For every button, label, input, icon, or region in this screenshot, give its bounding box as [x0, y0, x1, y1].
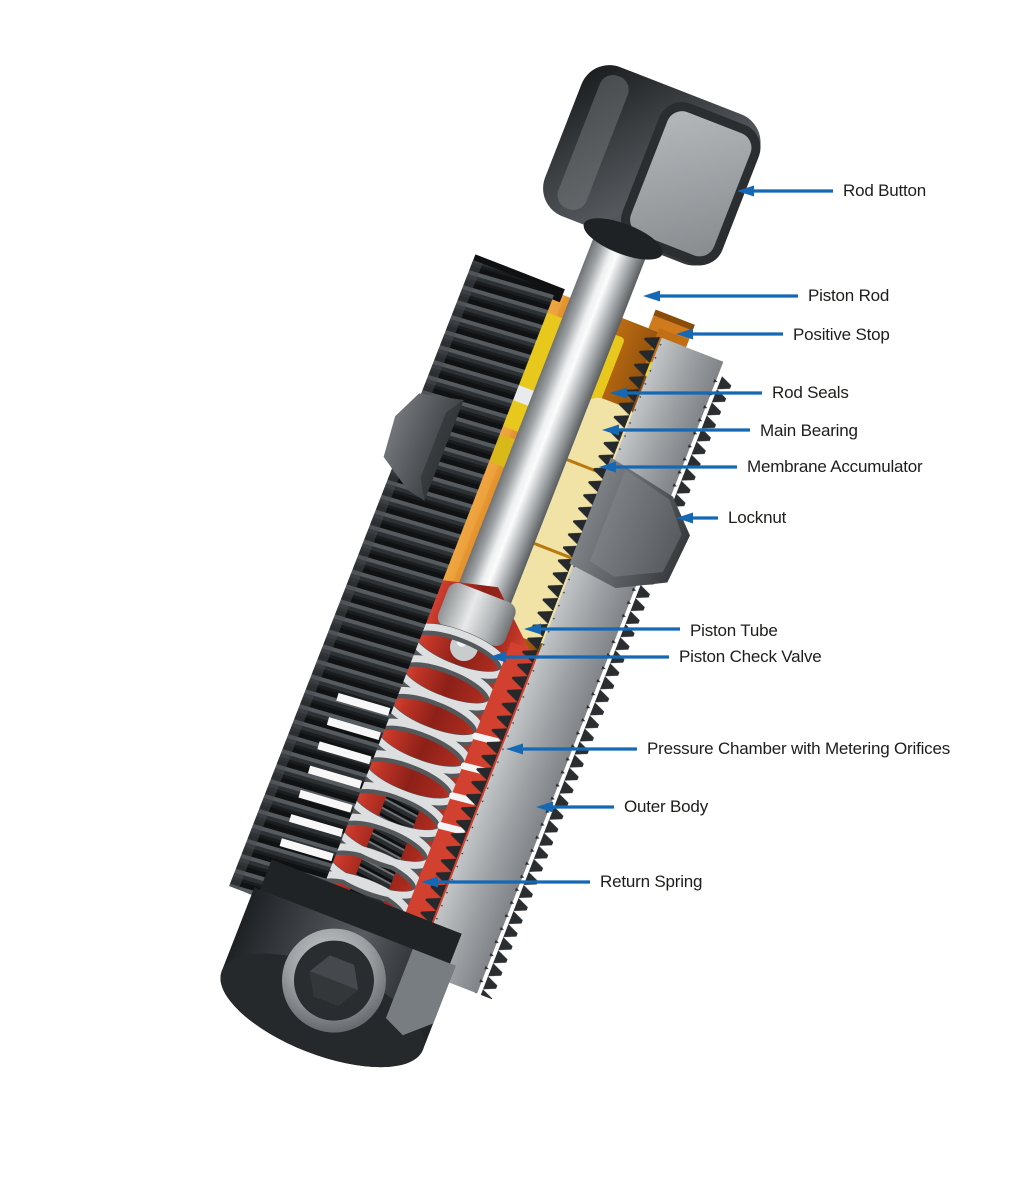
locknut-part	[383, 393, 690, 589]
callout-label-outer-body: Outer Body	[624, 797, 708, 816]
rod-button-part	[543, 65, 761, 266]
callout-line-piston-rod	[643, 290, 798, 302]
callout-line-locknut	[676, 512, 718, 524]
callout-line-membrane-accumulator	[599, 461, 737, 473]
callout-label-main-bearing: Main Bearing	[760, 421, 858, 440]
callout-label-pressure-chamber: Pressure Chamber with Metering Orifices	[647, 739, 951, 758]
callout-label-rod-button: Rod Button	[843, 181, 927, 200]
callout-line-main-bearing	[602, 424, 750, 436]
callout-lines	[421, 185, 833, 888]
callout-line-positive-stop	[676, 328, 783, 340]
callout-label-membrane-accumulator: Membrane Accumulator	[747, 457, 923, 476]
callout-label-piston-rod: Piston Rod	[808, 286, 890, 305]
callout-label-locknut: Locknut	[728, 508, 787, 527]
bottom-cap-part	[220, 859, 462, 1068]
callout-line-rod-button	[737, 185, 833, 197]
callout-line-piston-tube	[524, 623, 680, 635]
callout-line-pressure-chamber	[506, 743, 637, 755]
callout-line-outer-body	[536, 801, 614, 813]
callout-line-rod-seals	[610, 387, 762, 399]
callout-line-return-spring	[421, 876, 590, 888]
callout-label-rod-seals: Rod Seals	[772, 383, 849, 402]
piston-rod-part	[453, 216, 653, 621]
callout-label-piston-tube: Piston Tube	[690, 621, 778, 640]
callout-label-positive-stop: Positive Stop	[793, 325, 890, 344]
callout-label-piston-check-valve: Piston Check Valve	[679, 647, 822, 666]
callout-line-piston-check-valve	[489, 651, 669, 663]
callout-label-return-spring: Return Spring	[600, 872, 703, 891]
